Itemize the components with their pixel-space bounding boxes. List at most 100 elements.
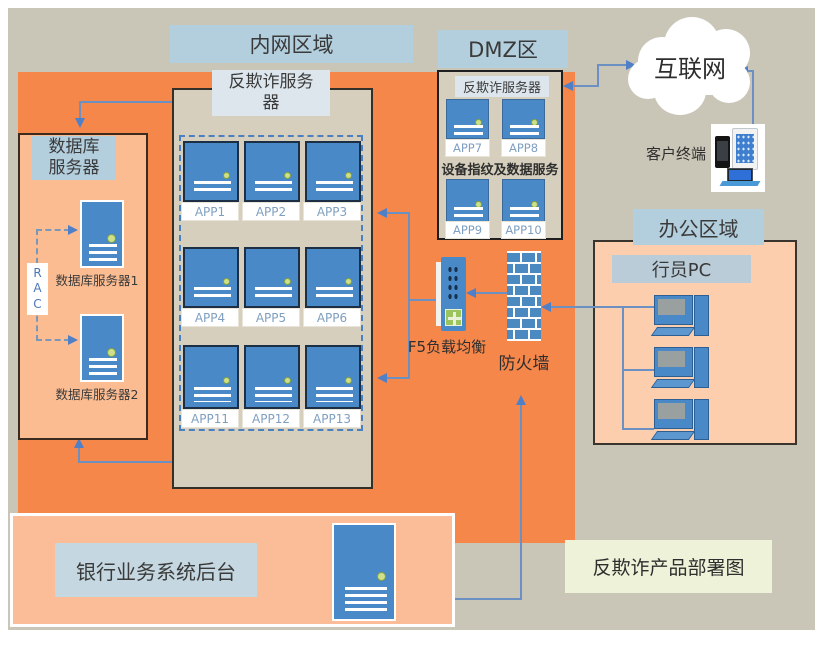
server-vents (316, 180, 353, 196)
laptop-icon (719, 168, 761, 188)
app-label: APP13 (303, 409, 361, 428)
desktop-pc-icon-1 (650, 295, 712, 340)
firewall-icon (507, 251, 541, 341)
keyboard (650, 379, 696, 388)
connector-backend-h (455, 598, 522, 600)
server-icon-app3 (305, 141, 361, 202)
screen (658, 299, 685, 315)
desktop-pc-icon-2 (650, 347, 712, 392)
office-bracket-stub2 (622, 369, 654, 371)
connector-dmz-internet-v (597, 64, 599, 87)
arrowhead-into-firewall (541, 302, 551, 312)
app-label: APP10 (501, 221, 546, 239)
server-led (222, 277, 230, 285)
server-led (283, 171, 291, 179)
server-led (376, 572, 386, 581)
app-label: APP2 (242, 202, 300, 221)
server-led (344, 377, 352, 384)
arrowhead-into-db-bottom (74, 438, 84, 448)
connector-office-to-firewall (550, 306, 623, 308)
server-vents (89, 244, 118, 261)
rac-arrow-to-server2 (68, 335, 78, 345)
server-icon-app1 (183, 141, 239, 202)
db-server2-label: 数据库服务器2 (55, 386, 139, 402)
tablet-icon (732, 128, 758, 170)
arrowhead-into-f5 (466, 288, 476, 298)
app-label: APP1 (181, 202, 239, 221)
client-devices-image (711, 124, 765, 192)
server-led (344, 277, 352, 285)
rac-link-bottom (36, 339, 70, 341)
zone-label-dmz: DMZ区 (438, 30, 568, 68)
connector-internet-to-dmz (572, 85, 599, 87)
server-vents (510, 125, 540, 135)
app-grid-dashed-border (179, 135, 363, 431)
keyboard (650, 431, 696, 440)
connector-backend-v (520, 404, 522, 600)
internet-cloud-icon (620, 15, 760, 120)
rac-link-top (36, 229, 70, 231)
f5-label: F5负载均衡 (407, 337, 487, 356)
server-vents (89, 358, 118, 375)
teller-pc-label: 行员PC (612, 255, 751, 283)
connector-f5-to-grid-top (386, 212, 410, 214)
connector-serverbox-to-db-bottom (78, 461, 172, 463)
server-vents (255, 286, 292, 302)
server-vents (454, 207, 484, 218)
app-label: APP6 (303, 308, 361, 327)
office-bracket-stub3 (622, 428, 654, 430)
server-led (283, 277, 291, 285)
server-led (531, 200, 539, 208)
rac-label: R A C (27, 263, 48, 315)
desktop-pc-icon-3 (650, 399, 712, 444)
lb-status-panel (445, 309, 462, 326)
arrowhead-into-grid-bottom (377, 373, 387, 383)
server-led (222, 377, 230, 384)
tower (694, 347, 709, 388)
connector-serverbox-to-db-top (79, 101, 172, 103)
app-label: APP4 (181, 308, 239, 327)
connector-f5-to-grid-bottom (386, 377, 410, 379)
server-icon-app6 (305, 247, 361, 308)
connector-dmz-to-internet (597, 64, 627, 66)
db-server1-label: 数据库服务器1 (55, 272, 139, 288)
server-vents (344, 587, 387, 612)
server-vents (194, 386, 231, 403)
dmz-antifraud-title: 反欺诈服务器 (455, 76, 549, 97)
server-icon-app10 (502, 179, 545, 222)
server-icon-app8 (502, 99, 545, 139)
smartphone-icon (715, 136, 730, 168)
app-label: APP9 (445, 221, 490, 239)
server-vents (194, 286, 231, 302)
database-title: 数据库 服务器 (32, 136, 116, 180)
server-icon-db2 (80, 314, 124, 382)
server-led (107, 234, 117, 243)
internet-label: 互联网 (654, 54, 726, 83)
app-label: APP8 (501, 139, 546, 157)
server-vents (316, 386, 353, 403)
arrowhead-backend-up (516, 395, 526, 405)
lb-ports (447, 265, 460, 301)
tower (694, 399, 709, 440)
connector-f5-to-grid (410, 299, 440, 301)
connector-serverbox-to-db-bottom-v (78, 447, 80, 463)
app-label: APP3 (303, 202, 361, 221)
dmz-fingerprint-title: 设备指纹及数据服务 (441, 162, 559, 178)
server-vents (255, 180, 292, 196)
office-bracket-v (622, 306, 624, 430)
server-vents (255, 386, 292, 403)
server-vents (454, 125, 484, 135)
server-icon-app12 (244, 345, 300, 409)
screen (658, 351, 685, 367)
app-label: APP5 (242, 308, 300, 327)
app-label: APP7 (445, 139, 490, 157)
server-icon-app7 (446, 99, 489, 139)
server-led (344, 171, 352, 179)
app-label: APP11 (181, 409, 239, 428)
server-icon-app5 (244, 247, 300, 308)
backend-label: 银行业务系统后台 (55, 543, 257, 597)
server-icon-db1 (80, 200, 124, 268)
antifraud-server-title: 反欺诈服务 器 (212, 70, 330, 116)
server-icon-app2 (244, 141, 300, 202)
load-balancer-icon (436, 257, 466, 331)
